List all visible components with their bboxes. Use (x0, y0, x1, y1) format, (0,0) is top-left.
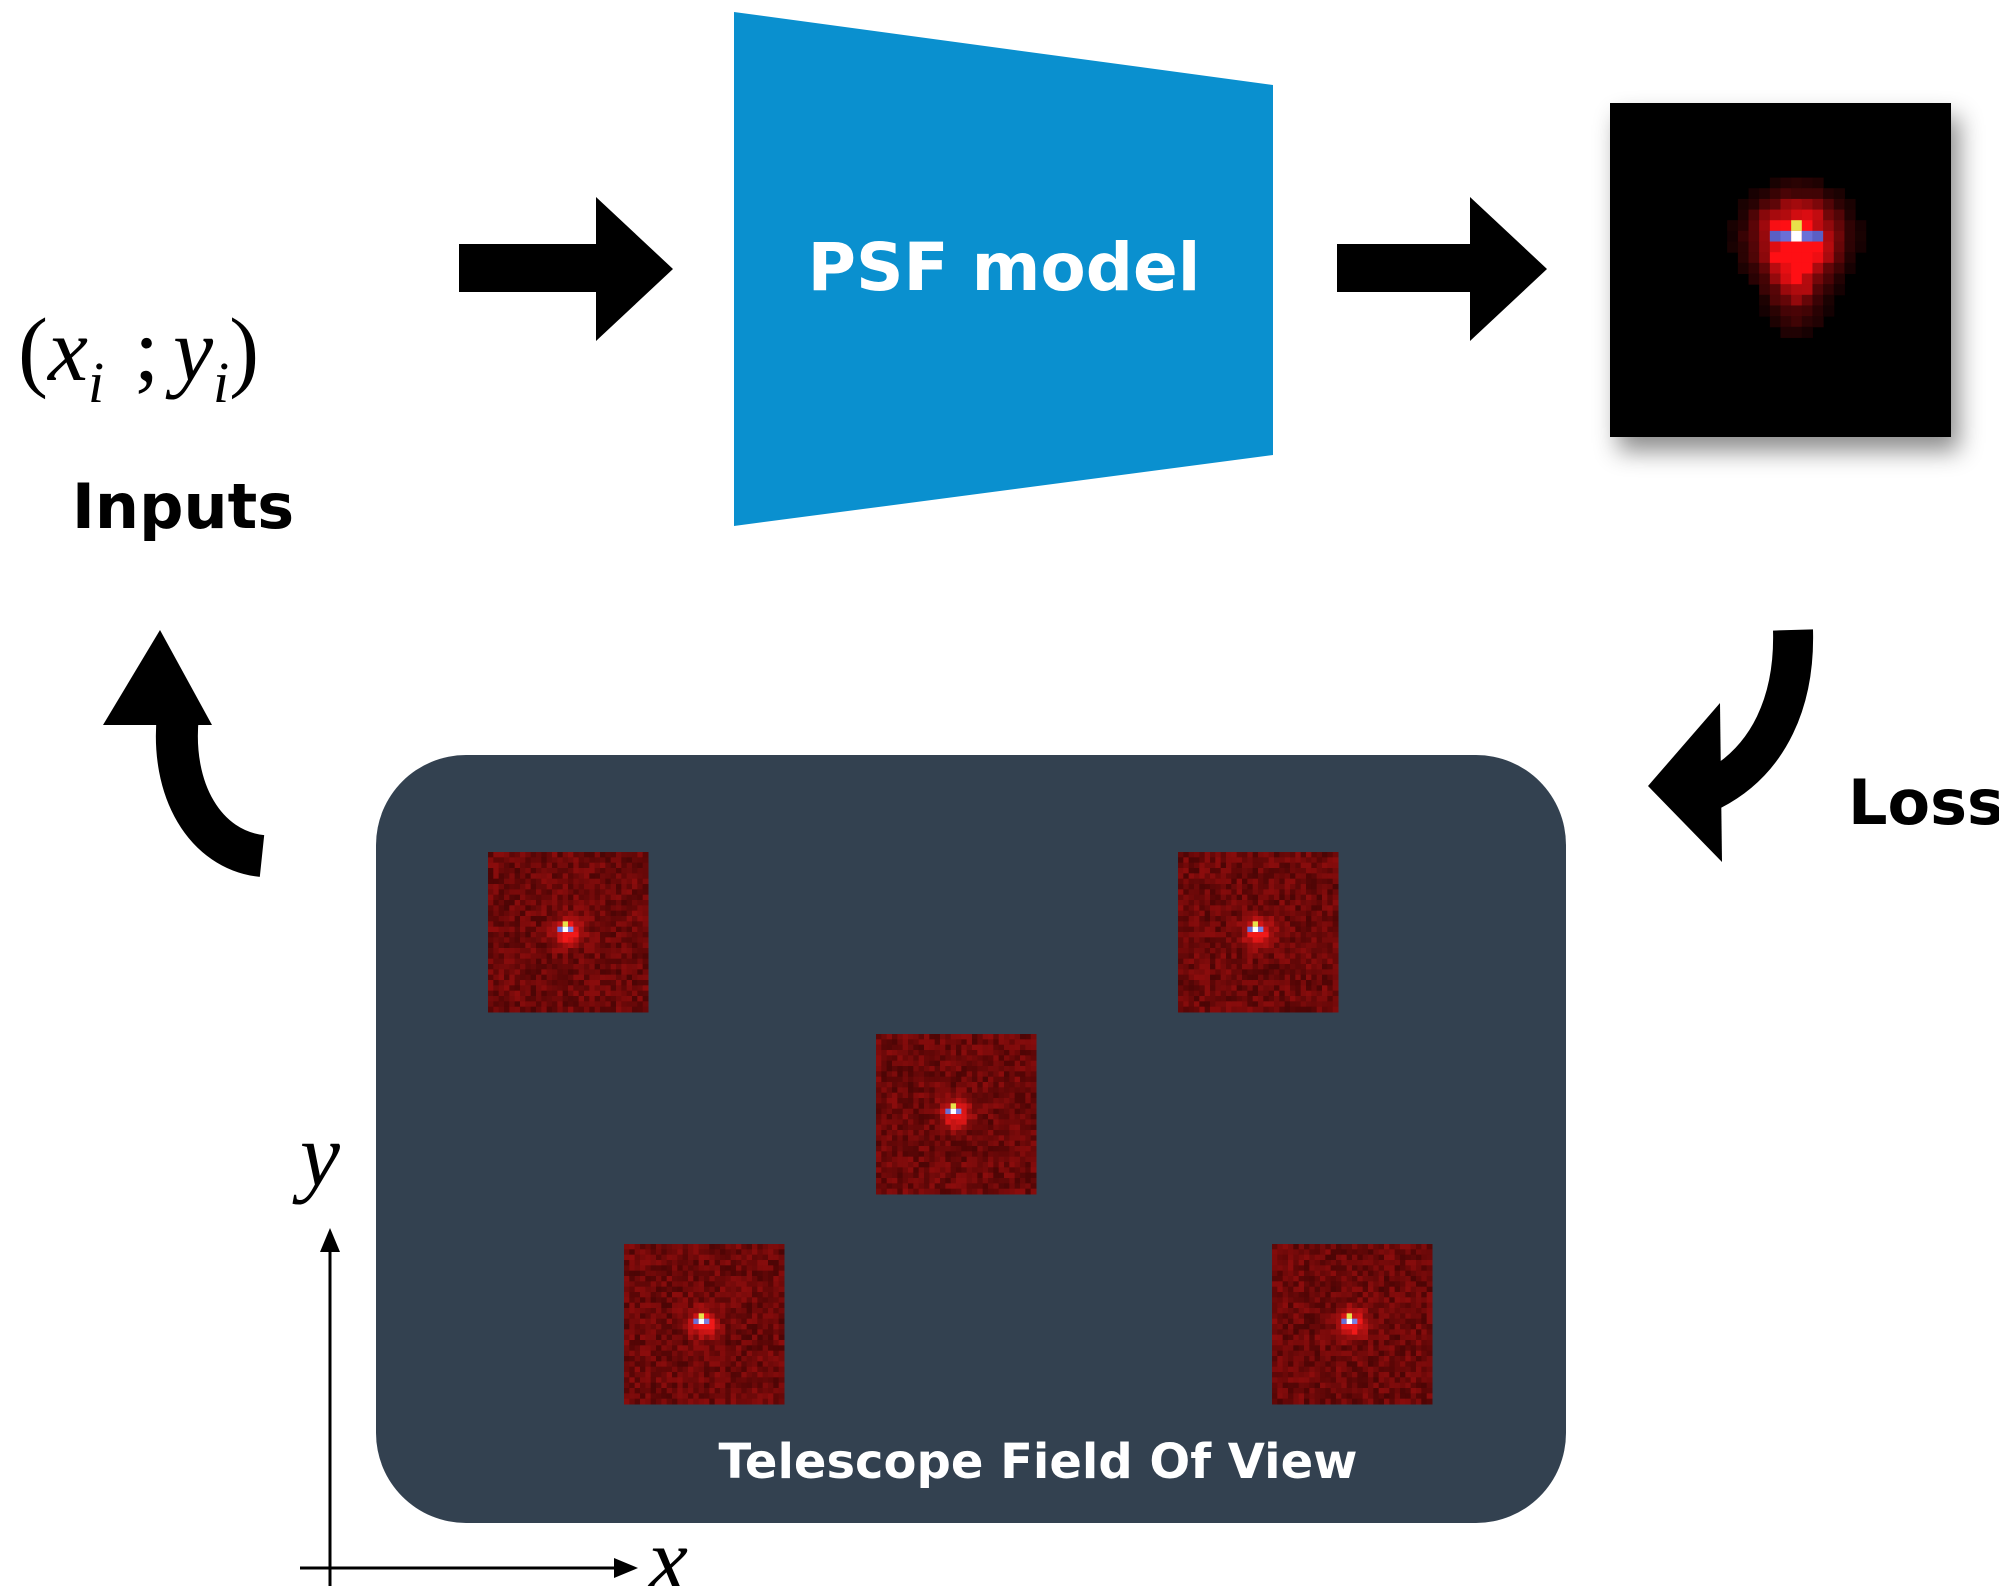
star-stamp (488, 852, 649, 1013)
telescope-field-label: Telescope Field Of View (719, 1434, 1358, 1490)
formula-separator: ; (134, 301, 159, 400)
y-axis-label: y (292, 1106, 340, 1205)
formula-open-paren: ( (18, 301, 48, 400)
psf-model-label: PSF model (808, 229, 1201, 306)
star-stamp (876, 1034, 1037, 1195)
formula-close-paren: ) (229, 301, 259, 400)
psf-model-block (734, 12, 1273, 526)
formula-y: y (165, 301, 213, 400)
arrow-right-icon (1337, 197, 1547, 341)
xy-axes (300, 1228, 638, 1586)
predicted-psf-pixels (1727, 177, 1867, 338)
inputs-formula: (xi;yi) (18, 301, 259, 415)
arrow-right-icon (459, 197, 673, 341)
y-axis-arrowhead-icon (320, 1228, 340, 1252)
x-axis-label: x (646, 1511, 688, 1586)
svg-text:(xi;yi): (xi;yi) (18, 301, 259, 415)
formula-sub-i-2: i (213, 350, 229, 415)
x-axis-arrowhead-icon (614, 1558, 638, 1578)
curved-arrow-down-icon (1648, 629, 1814, 862)
star-stamp (1272, 1244, 1433, 1405)
formula-sub-i-1: i (88, 350, 104, 415)
star-stamp (1178, 852, 1339, 1013)
formula-x: x (46, 301, 88, 400)
loss-label: Loss (1848, 766, 1999, 839)
curved-arrow-up-icon (103, 630, 266, 877)
inputs-label: Inputs (72, 470, 294, 543)
star-stamp (624, 1244, 785, 1405)
